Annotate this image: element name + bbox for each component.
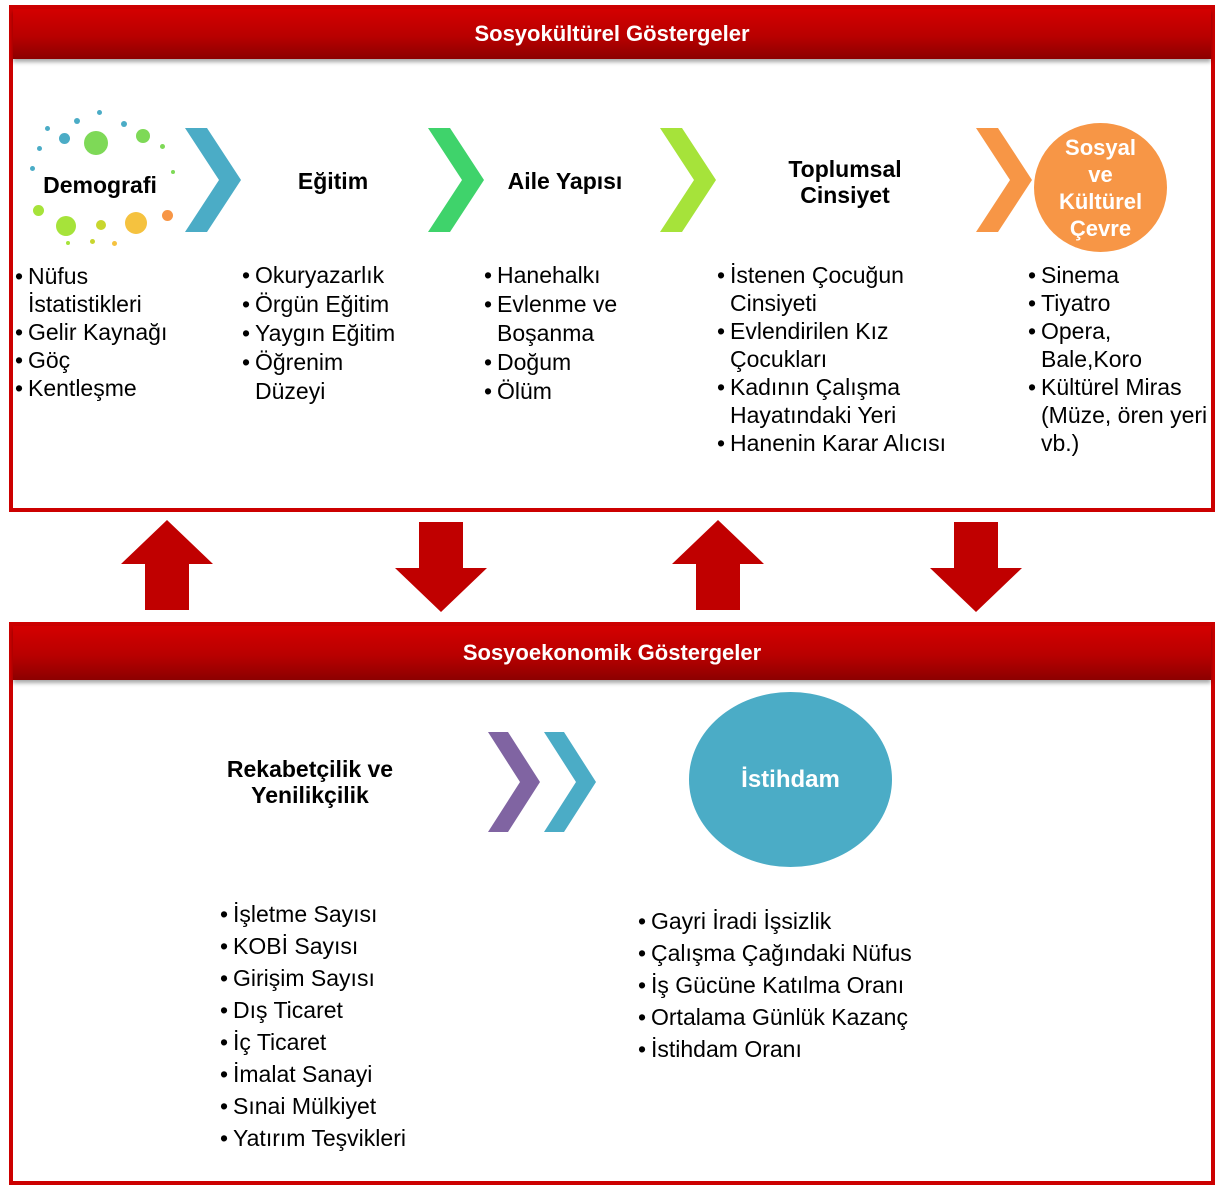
list-item: Opera, Bale,Koro (1028, 317, 1171, 373)
category-rekabetcilik: Rekabetçilik ve Yenilikçilik (226, 756, 394, 808)
category-sosyal-kulturel-cevre: Sosyal ve Kültürel Çevre (1034, 123, 1167, 252)
category-istihdam-label: İstihdam (741, 765, 840, 793)
list-item: İş Gücüne Katılma Oranı (638, 969, 978, 1001)
list-item: Yaygın Eğitim (242, 319, 442, 348)
chevron-teal-icon (185, 128, 241, 232)
list-item: Dış Ticaret (220, 994, 480, 1026)
list-item: Kültürel Miras (Müze, ören yeri vb.) (1028, 373, 1213, 457)
egitim-list: Okuryazarlık Örgün Eğitim Yaygın Eğitim … (242, 261, 442, 406)
chevron-purple-icon (488, 732, 540, 832)
toplumsal-cinsiyet-list: İstenen Çocuğun Cinsiyeti Evlendirilen K… (717, 261, 952, 457)
category-egitim: Eğitim (297, 168, 369, 194)
list-item: Tiyatro (1028, 289, 1213, 317)
list-item: Öğrenim Düzeyi (242, 348, 395, 406)
sosyal-kulturel-list: Sinema Tiyatro Opera, Bale,Koro Kültürel… (1028, 261, 1213, 457)
list-item: Nüfus İstatistikleri (15, 262, 180, 318)
chevron-lime-icon (660, 128, 716, 232)
category-demografi: Demografi (43, 172, 157, 198)
sociocultural-header: Sosyokültürel Göstergeler (13, 9, 1211, 59)
arrow-up-icon (121, 520, 213, 610)
arrow-down-icon (930, 522, 1022, 612)
list-item: Çalışma Çağındaki Nüfus (638, 937, 978, 969)
list-item: Kentleşme (15, 374, 180, 402)
istihdam-list: Gayri İradi İşsizlik Çalışma Çağındaki N… (638, 905, 978, 1065)
list-item: KOBİ Sayısı (220, 930, 480, 962)
chevron-orange-icon (976, 128, 1032, 232)
list-item: Girişim Sayısı (220, 962, 480, 994)
aile-yapisi-list: Hanehalkı Evlenme ve Boşanma Doğum Ölüm (484, 261, 664, 406)
list-item: Örgün Eğitim (242, 290, 442, 319)
chevron-green-icon (428, 128, 484, 232)
category-toplumsal-cinsiyet: Toplumsal Cinsiyet (788, 156, 902, 208)
arrow-down-icon (395, 522, 487, 612)
list-item: İmalat Sanayi (220, 1058, 480, 1090)
list-item: Sınai Mülkiyet (220, 1090, 480, 1122)
list-item: Ölüm (484, 377, 664, 406)
list-item: Okuryazarlık (242, 261, 442, 290)
list-item: Ortalama Günlük Kazanç (638, 1001, 978, 1033)
list-item: Yatırım Teşvikleri (220, 1122, 480, 1154)
list-item: İstihdam Oranı (638, 1033, 978, 1065)
rekabetcilik-list: İşletme Sayısı KOBİ Sayısı Girişim Sayıs… (220, 898, 480, 1154)
list-item: Evlendirilen Kız Çocukları (717, 317, 952, 373)
arrow-up-icon (672, 520, 764, 610)
list-item: İç Ticaret (220, 1026, 480, 1058)
list-item: Evlenme ve Boşanma (484, 290, 662, 348)
socioeconomic-header: Sosyoekonomik Göstergeler (13, 626, 1211, 680)
list-item: Hanenin Karar Alıcısı (717, 429, 952, 457)
list-item: Sinema (1028, 261, 1213, 289)
list-item: İstenen Çocuğun Cinsiyeti (717, 261, 952, 317)
category-aile-yapisi: Aile Yapısı (507, 168, 623, 194)
demografi-list: Nüfus İstatistikleri Gelir Kaynağı Göç K… (15, 262, 180, 402)
list-item: Göç (15, 346, 180, 374)
sociocultural-panel: Sosyokültürel Göstergeler (9, 5, 1215, 512)
chevron-teal-icon (544, 732, 596, 832)
category-istihdam: İstihdam (689, 692, 892, 867)
list-item: Hanehalkı (484, 261, 664, 290)
list-item: Gelir Kaynağı (15, 318, 180, 346)
list-item: Doğum (484, 348, 664, 377)
list-item: Gayri İradi İşsizlik (638, 905, 978, 937)
category-sosyal-kulturel-cevre-label: Sosyal ve Kültürel Çevre (1058, 134, 1143, 241)
list-item: Kadının Çalışma Hayatındaki Yeri (717, 373, 952, 429)
list-item: İşletme Sayısı (220, 898, 480, 930)
socioeconomic-panel: Sosyoekonomik Göstergeler (9, 622, 1215, 1185)
